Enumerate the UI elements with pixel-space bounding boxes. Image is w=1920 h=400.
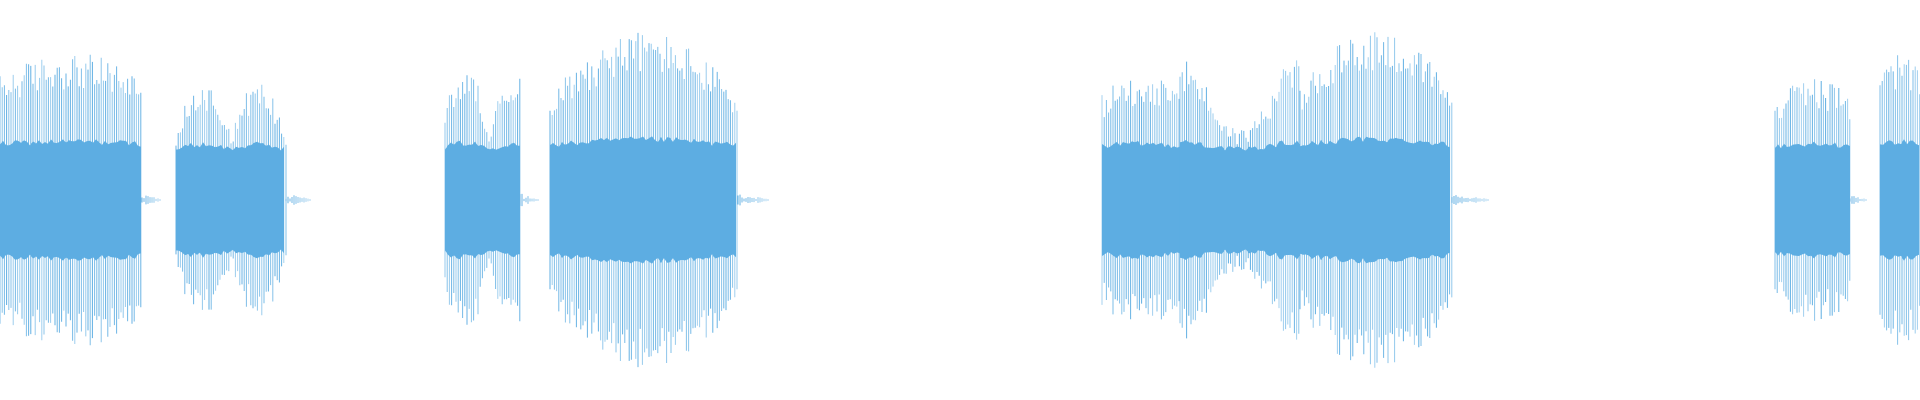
segment-1 <box>0 54 287 346</box>
waveform-tail <box>519 193 539 207</box>
waveform-tail <box>737 194 769 206</box>
waveform-core <box>0 139 141 261</box>
waveform-core <box>1180 140 1300 260</box>
segment-4 <box>1774 55 1920 345</box>
waveform-tail <box>1451 195 1489 205</box>
waveform-core <box>1102 140 1180 260</box>
waveform-core <box>445 140 520 260</box>
waveform-core <box>176 141 284 259</box>
segment-2 <box>444 32 738 368</box>
waveform-tail <box>141 195 161 205</box>
waveform-tail <box>1849 196 1867 204</box>
segment-3 <box>1101 32 1453 368</box>
waveform-tail <box>285 195 311 205</box>
waveform-core <box>1880 139 1919 261</box>
waveform-bars <box>0 32 1920 368</box>
waveform-core <box>1775 141 1850 259</box>
waveform-core <box>550 136 736 264</box>
waveform-core <box>1300 136 1450 264</box>
